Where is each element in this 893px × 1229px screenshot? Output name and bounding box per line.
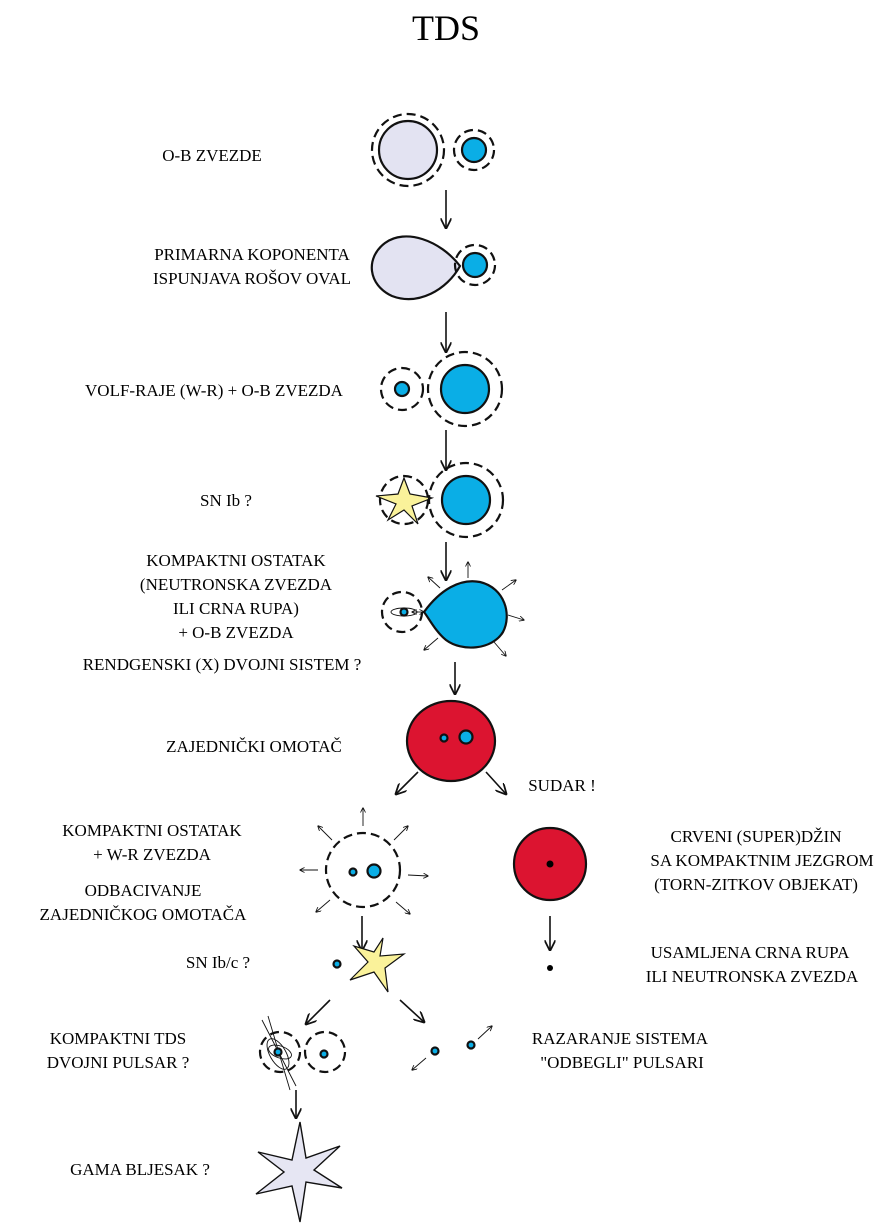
double-pulsar xyxy=(258,1015,347,1091)
sn-ibc xyxy=(332,937,407,993)
label-roche-2: ISPUNJAVA ROŠOV OVAL xyxy=(153,269,351,288)
label-xray-binary: RENDGENSKI (X) DVOJNI SISTEM ? xyxy=(83,655,362,674)
label-rsg-2: SA KOMPAKTNIM JEZGROM xyxy=(650,851,873,870)
ob-star-sn xyxy=(440,474,492,526)
flow-arrow-right xyxy=(399,999,424,1022)
wr-star xyxy=(393,380,411,398)
ejecta-shell xyxy=(324,831,402,909)
label-grb: GAMA BLJESAK ? xyxy=(70,1160,210,1179)
ob-secondary-star xyxy=(460,136,488,164)
lonely-remnant xyxy=(547,965,553,971)
page-title: TDS xyxy=(412,8,480,48)
ejected-envelope xyxy=(324,831,402,909)
label-compact-4: + O-B ZVEZDA xyxy=(178,623,294,642)
thorne-zytkow-object xyxy=(512,826,588,902)
ejection-arrows xyxy=(300,808,428,914)
gamma-burst-icon xyxy=(255,1121,343,1223)
label-ob-stars: O-B ZVEZDE xyxy=(162,146,262,165)
compact-remnant xyxy=(399,607,409,617)
supernova-burst-icon xyxy=(375,476,435,525)
ob-binary xyxy=(370,112,496,188)
label-tds-1: KOMPAKTNI TDS xyxy=(50,1029,187,1048)
supernova-burst-icon xyxy=(349,937,407,993)
roche-companion-star xyxy=(461,251,489,279)
label-sn-ib: SN Ib ? xyxy=(200,491,252,510)
flow-arrow-left xyxy=(396,771,419,794)
common-envelope xyxy=(405,699,497,783)
roche-lobe-star xyxy=(370,235,462,301)
mass-losing-star xyxy=(422,580,508,649)
label-lonely-2: ILI NEUTRONSKA ZVEZDA xyxy=(646,967,859,986)
ob-star xyxy=(439,363,491,415)
label-sn-ibc: SN Ib/c ? xyxy=(186,953,250,972)
label-disrupt-1: RAZARANJE SISTEMA xyxy=(532,1029,709,1048)
label-rsg-1: CRVENI (SUPER)DŽIN xyxy=(671,827,842,846)
label-wolf-rayet: VOLF-RAJE (W-R) + O-B ZVEZDA xyxy=(85,381,344,400)
label-compact-1: KOMPAKTNI OSTATAK xyxy=(146,551,326,570)
roche-lobe-binary xyxy=(370,235,497,301)
envelope-shell xyxy=(405,699,497,783)
label-eject-2: ZAJEDNIČKOG OMOTAČA xyxy=(40,905,248,924)
runaway-pulsars xyxy=(412,1026,492,1070)
stellar-wind-arrows xyxy=(424,562,524,656)
label-roche-1: PRIMARNA KOPONENTA xyxy=(154,245,350,264)
label-eject-1: ODBACIVANJE xyxy=(85,881,202,900)
ob-primary-star xyxy=(377,119,439,181)
wr-binary xyxy=(379,350,504,428)
label-lonely-1: USAMLJENA CRNA RUPA xyxy=(651,943,850,962)
label-wr-1: KOMPAKTNI OSTATAK xyxy=(62,821,242,840)
label-disrupt-2: "ODBEGLI" PULSARI xyxy=(540,1053,704,1072)
sn-ib-binary xyxy=(375,461,505,539)
flow-arrow-left xyxy=(306,999,331,1024)
label-compact-3: ILI CRNA RUPA) xyxy=(173,599,299,618)
label-common-envelope: ZAJEDNIČKI OMOTAČ xyxy=(166,737,342,756)
label-wr-2: + W-R ZVEZDA xyxy=(93,845,212,864)
label-tds-2: DVOJNI PULSAR ? xyxy=(47,1053,190,1072)
xray-binary xyxy=(380,580,508,649)
label-rsg-3: (TORN-ZITKOV OBJEKAT) xyxy=(654,875,858,894)
flow-arrow-right xyxy=(485,771,506,794)
label-collision: SUDAR ! xyxy=(528,776,596,795)
label-compact-2: (NEUTRONSKA ZVEZDA xyxy=(140,575,333,594)
